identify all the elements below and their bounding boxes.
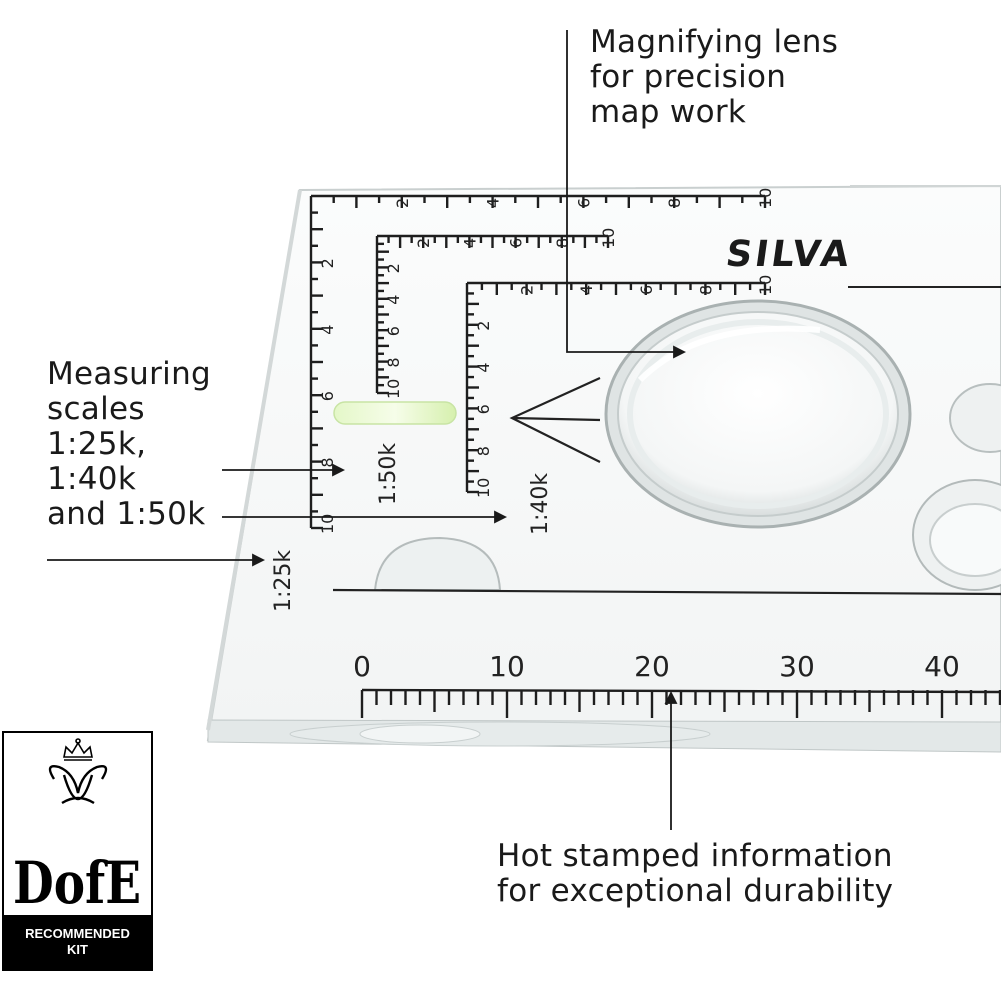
bubble-level xyxy=(333,401,457,425)
callout-lens-line-2: for precision xyxy=(590,59,787,95)
callout-measuring-scales: Measuring scales 1:25k, 1:40k and 1:50k xyxy=(47,357,211,532)
crown-icon xyxy=(63,738,93,761)
callout-lines xyxy=(47,30,687,830)
scale-outer-left-number: 6 xyxy=(318,391,337,401)
scale-mid-left-number: 6 xyxy=(384,326,403,336)
scale-mid-top-number: 10 xyxy=(599,228,618,248)
cm-scale-number: 0 xyxy=(353,650,371,683)
dofe-logo: DofE xyxy=(13,738,141,915)
scale-outer-top-number: 10 xyxy=(756,188,775,208)
scale-mid-left-number: 10 xyxy=(384,379,403,399)
silva-logo: SILVA xyxy=(723,232,855,275)
scale-inner-top-number: 4 xyxy=(577,285,596,295)
scale-inner-left-number: 8 xyxy=(474,446,493,456)
scale-mid-left-number: 2 xyxy=(384,263,403,273)
scale-label-1-40k: 1:40k xyxy=(528,473,553,535)
half-moon-cutout xyxy=(373,536,502,591)
scale-mid-top-number: 4 xyxy=(460,238,479,248)
scale-mid-top-number: 6 xyxy=(507,238,526,248)
scale-outer-top-number: 4 xyxy=(484,198,503,208)
scale-mid-top-number: 2 xyxy=(414,238,433,248)
scale-label-1-25k: 1:25k xyxy=(271,550,296,612)
scale-inner-top-number: 2 xyxy=(518,285,537,295)
cypher-icon xyxy=(48,765,108,805)
measuring-scales xyxy=(309,194,1001,718)
scale-inner-top-number: 6 xyxy=(637,285,656,295)
scale-mid-top-number: 8 xyxy=(553,238,572,248)
scale-mid-left-number: 4 xyxy=(384,295,403,305)
dofe-footer: RECOMMENDED KIT xyxy=(4,915,151,969)
scale-outer-left-number: 8 xyxy=(318,457,337,467)
callout-stamp-line-2: for exceptional durability xyxy=(497,873,894,909)
dofe-logo-text: DofE xyxy=(13,849,141,915)
cm-scale-number: 10 xyxy=(489,650,525,683)
direction-arrow xyxy=(509,376,601,463)
dofe-footer-line-2: KIT xyxy=(67,942,88,957)
callout-lens-line-1: Magnifying lens xyxy=(590,24,839,60)
cm-scale-number: 30 xyxy=(779,650,815,683)
scale-inner-top-number: 8 xyxy=(696,285,715,295)
side-lens-upper xyxy=(949,383,1001,453)
scale-outer-left-number: 2 xyxy=(318,258,337,268)
scale-inner-left-number: 6 xyxy=(474,404,493,414)
scale-outer-top-number: 2 xyxy=(393,198,412,208)
scale-label-1-50k: 1:50k xyxy=(376,443,401,505)
measuring-scale-numbers: 2 4 6 8 10 2 4 6 8 10 2 4 6 8 10 2 4 6 8 10 2 4 6 8 10 2 4 6 8 10 0 10 2… xyxy=(318,188,960,683)
dofe-recommended-badge: DofE RECOMMENDED KIT xyxy=(2,731,153,971)
callout-scales-line-4: 1:40k xyxy=(47,461,137,497)
scale-outer-left-number: 10 xyxy=(318,514,337,534)
scale-inner-top-number: 10 xyxy=(756,275,775,295)
callout-scales-line-3: 1:25k, xyxy=(47,426,147,462)
callout-scales-line-2: scales xyxy=(47,391,145,427)
scale-inner-left-number: 4 xyxy=(474,362,493,372)
scale-inner-left-number: 2 xyxy=(474,321,493,331)
callout-stamp-line-1: Hot stamped information xyxy=(497,838,893,874)
scale-outer-left-number: 4 xyxy=(318,325,337,335)
callout-scales-line-1: Measuring xyxy=(47,356,211,392)
cm-scale-number: 20 xyxy=(634,650,670,683)
scale-outer-top-number: 8 xyxy=(665,198,684,208)
scale-mid-left-number: 8 xyxy=(384,357,403,367)
scale-inner-left-number: 10 xyxy=(474,478,493,498)
callout-magnifying-lens: Magnifying lens for precision map work xyxy=(590,25,838,130)
callout-lens-line-3: map work xyxy=(590,94,747,130)
cm-scale-number: 40 xyxy=(924,650,960,683)
callout-scales-line-5: and 1:50k xyxy=(47,496,206,532)
scale-outer-top-number: 6 xyxy=(574,198,593,208)
magnifying-lens xyxy=(604,299,912,529)
callout-hot-stamped: Hot stamped information for exceptional … xyxy=(497,839,893,909)
dofe-footer-line-1: RECOMMENDED xyxy=(25,926,130,941)
